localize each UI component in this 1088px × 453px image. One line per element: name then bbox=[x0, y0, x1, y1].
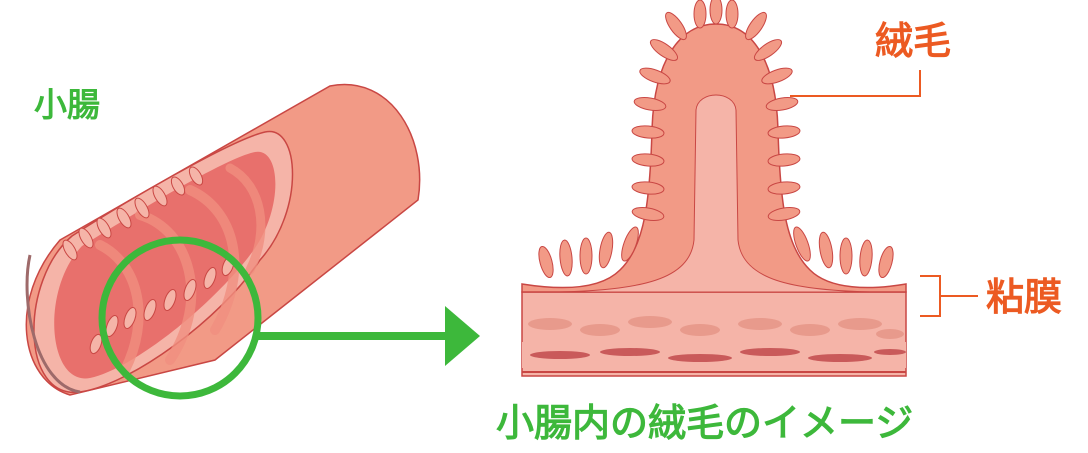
villi-label: 絨毛 bbox=[875, 22, 951, 60]
villi-callout-line bbox=[790, 70, 920, 96]
small-intestine-label: 小腸 bbox=[34, 88, 100, 121]
mucosa-bracket bbox=[920, 276, 940, 316]
diagram-caption: 小腸内の絨毛のイメージ bbox=[496, 404, 913, 442]
mucosa-label: 粘膜 bbox=[986, 278, 1062, 316]
villus-cross-section bbox=[522, 0, 906, 376]
zoom-arrow bbox=[258, 306, 480, 366]
small-intestine-tube bbox=[26, 85, 419, 395]
